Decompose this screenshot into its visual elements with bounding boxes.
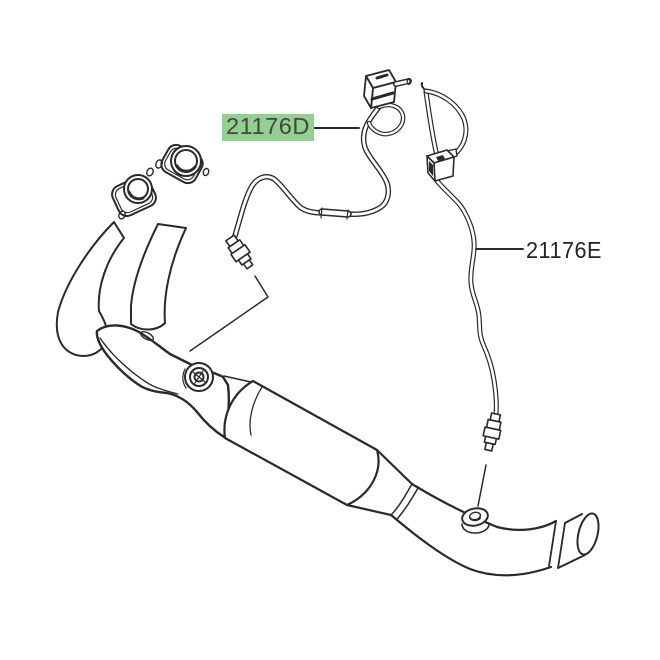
heat-shield bbox=[95, 324, 230, 439]
heat-shield-bolt bbox=[182, 362, 214, 392]
part-label-d-highlight[interactable] bbox=[222, 114, 314, 141]
slip-joint-ring bbox=[548, 520, 566, 569]
pointer-line-e bbox=[477, 464, 487, 507]
oxygen-sensor-d-body bbox=[225, 234, 254, 270]
flange-bolt-hole bbox=[155, 159, 163, 169]
header-pipe-left bbox=[55, 221, 125, 357]
oxygen-sensor-e-cable bbox=[420, 82, 499, 416]
catalytic-converter bbox=[223, 375, 414, 517]
flange-bolt-hole bbox=[118, 210, 126, 220]
oxygen-sensor-e-body bbox=[482, 412, 502, 452]
pipe-end-opening bbox=[576, 512, 600, 556]
cone-collar-seam bbox=[390, 483, 419, 520]
flange-bolt-hole bbox=[202, 167, 210, 177]
pointer-line-d bbox=[189, 275, 269, 352]
part-label-e[interactable]: 21176E bbox=[526, 237, 602, 263]
diagram-linework bbox=[55, 69, 600, 577]
flange-bolt-hole bbox=[146, 167, 154, 177]
outlet-pipe bbox=[389, 482, 600, 577]
oxygen-sensor-d-connector bbox=[363, 69, 412, 109]
sensor-boss bbox=[461, 507, 490, 534]
part-label-d[interactable]: 21176D bbox=[226, 113, 310, 139]
header-pipe-right bbox=[130, 223, 187, 331]
header-flange-right bbox=[155, 143, 210, 185]
oxygen-sensor-e-connector bbox=[426, 148, 458, 182]
oxygen-sensor-d-cable bbox=[231, 102, 406, 242]
heat-shield-slot bbox=[139, 330, 155, 342]
header-flange-left bbox=[111, 167, 157, 220]
